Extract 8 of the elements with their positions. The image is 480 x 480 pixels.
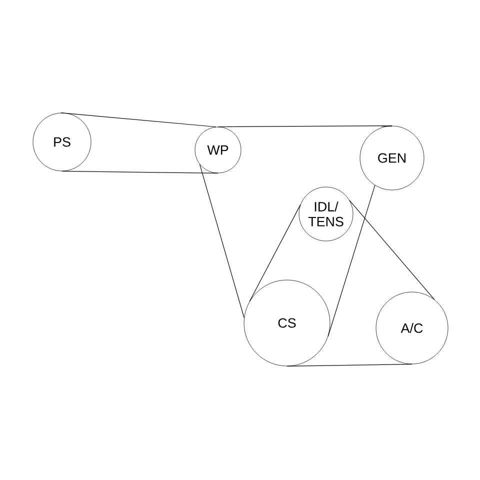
belt-line (218, 126, 392, 128)
belt-line (62, 170, 218, 174)
belt-line (286, 364, 412, 366)
belt-line (328, 185, 376, 337)
belt-line (60, 112, 216, 128)
belt-line (249, 204, 301, 302)
belt-line (199, 164, 244, 318)
belt-line (349, 200, 435, 300)
